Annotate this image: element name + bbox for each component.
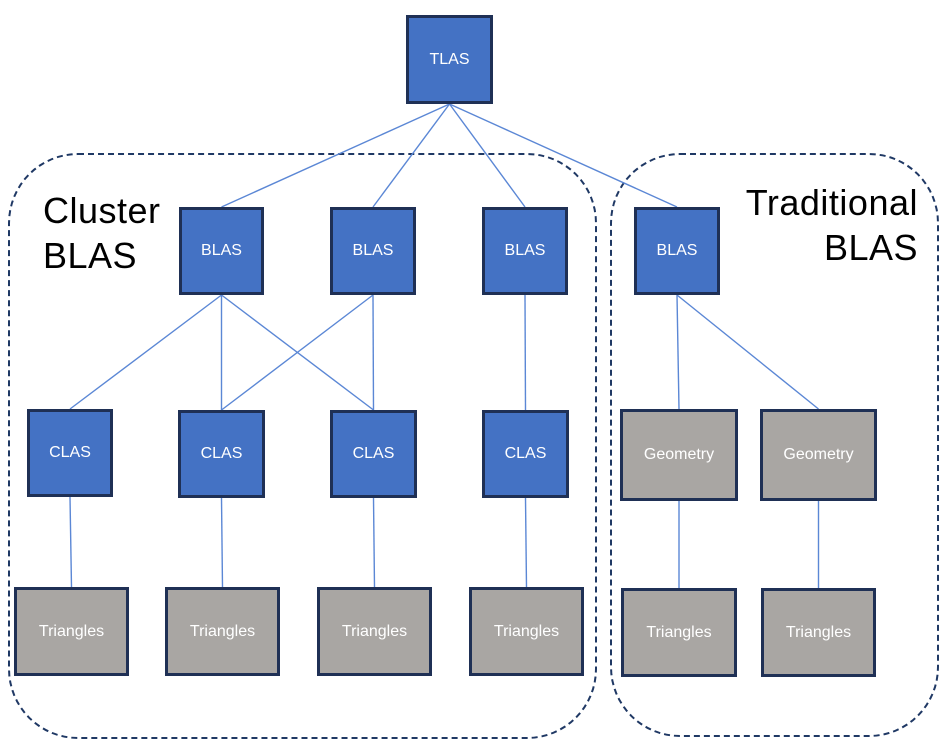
triangles-node-6: Triangles	[761, 588, 876, 677]
triangles-node-2: Triangles	[165, 587, 280, 676]
edge-clas2-tri2	[220, 497, 224, 588]
edge-blas4-geo1	[676, 294, 680, 410]
edge-tlas-blas3	[448, 103, 526, 208]
triangles-node-3: Triangles	[317, 587, 432, 676]
edge-clas4-tri4	[524, 497, 528, 588]
geometry-node-2: Geometry	[760, 409, 877, 501]
geometry-node-1: Geometry	[620, 409, 738, 501]
clas-node-3: CLAS	[330, 410, 417, 498]
blas-node-2: BLAS	[330, 207, 416, 295]
edge-blas2-clas3	[372, 294, 375, 411]
edge-tlas-blas2	[372, 103, 451, 208]
cluster-blas-group-outline	[8, 153, 597, 739]
tlas-node: TLAS	[406, 15, 493, 104]
triangles-node-5: Triangles	[621, 588, 737, 677]
edge-blas4-geo2	[676, 294, 819, 410]
edge-tlas-blas1	[221, 103, 450, 208]
edge-clas1-tri1	[69, 496, 73, 588]
triangles-node-4: Triangles	[469, 587, 584, 676]
edge-clas3-tri3	[372, 497, 376, 588]
clas-node-1: CLAS	[27, 409, 113, 497]
clas-node-4: CLAS	[482, 410, 569, 498]
edge-blas2-clas2	[221, 294, 374, 411]
blas-node-1: BLAS	[179, 207, 264, 295]
edge-blas3-clas4	[524, 294, 527, 411]
edge-tlas-blas4	[449, 103, 678, 208]
blas-node-traditional: BLAS	[634, 207, 720, 295]
edge-blas1-clas1	[69, 294, 222, 410]
clas-node-2: CLAS	[178, 410, 265, 498]
cluster-blas-label: Cluster BLAS	[43, 190, 161, 276]
traditional-blas-label: Traditional BLAS	[745, 182, 918, 268]
triangles-node-1: Triangles	[14, 587, 129, 676]
blas-node-3: BLAS	[482, 207, 568, 295]
traditional-blas-group-outline	[610, 153, 939, 737]
